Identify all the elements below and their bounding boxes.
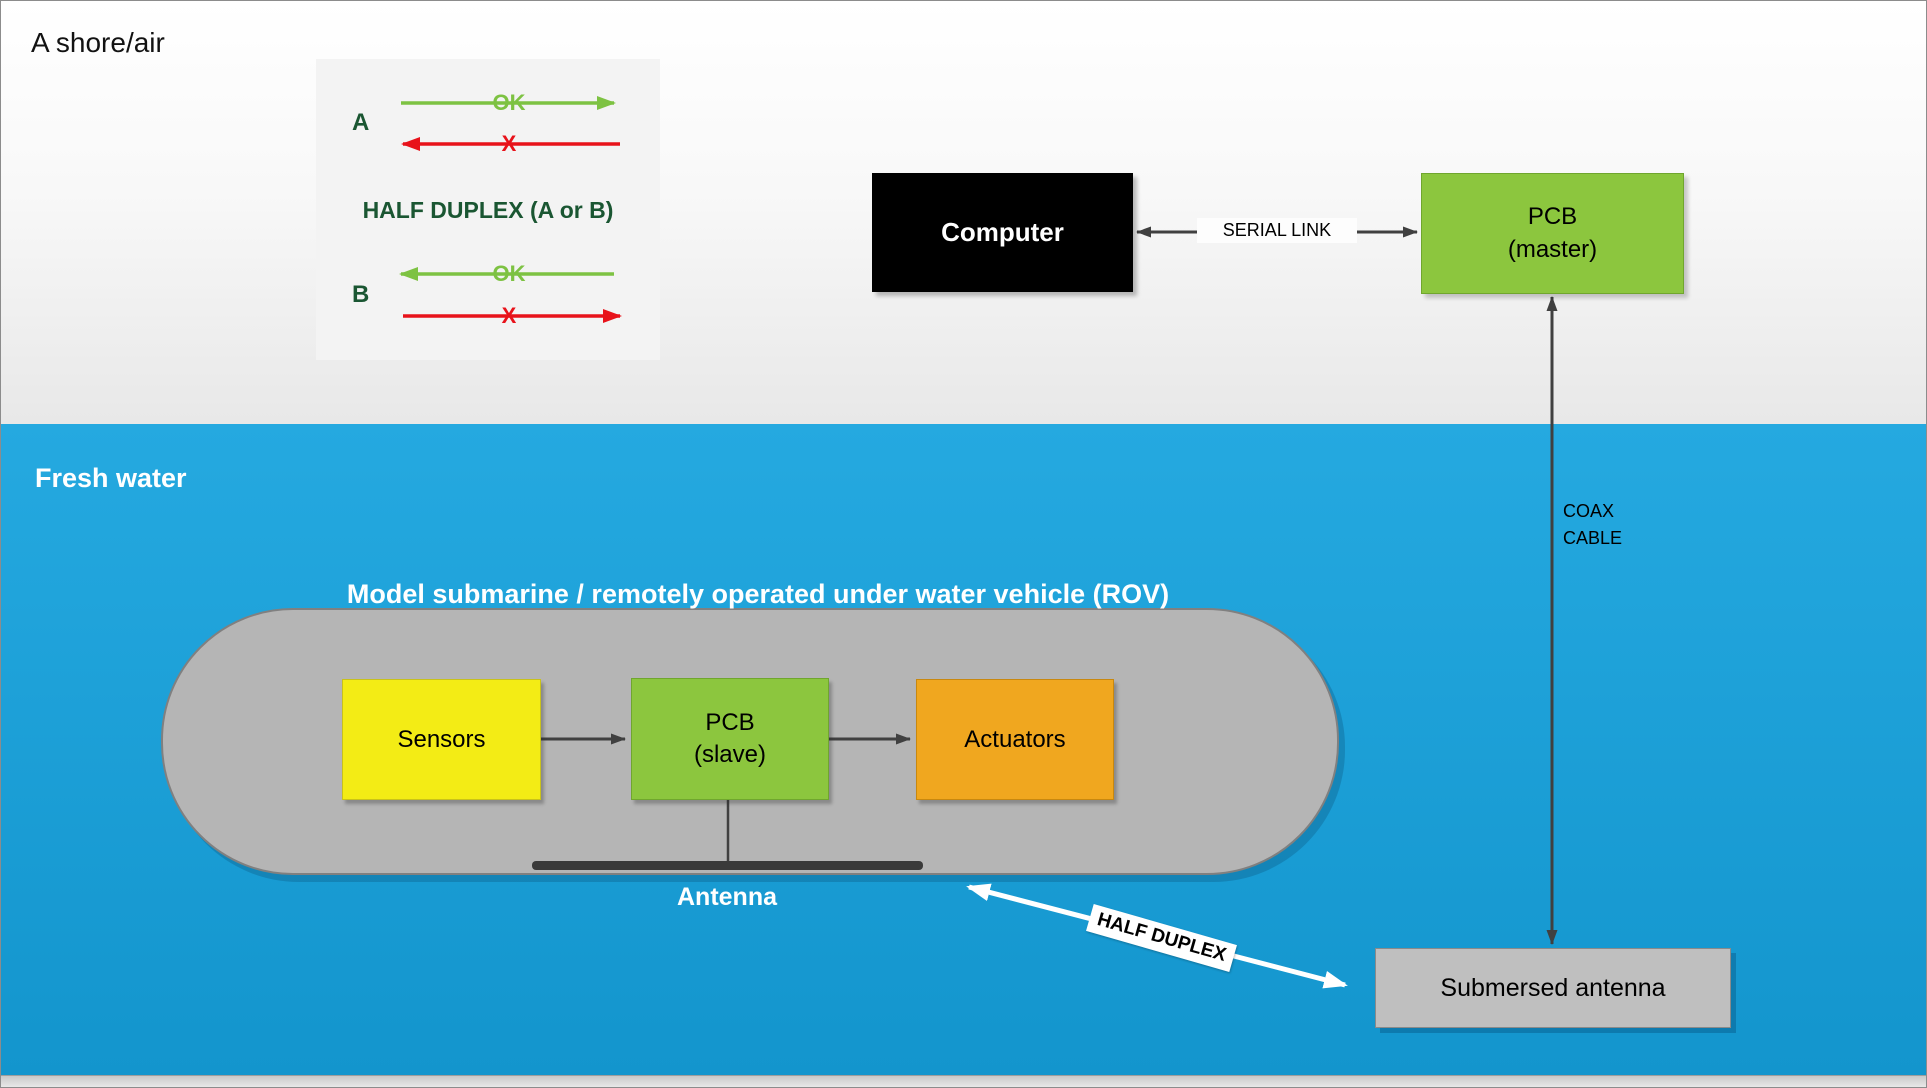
computer-label: Computer: [941, 217, 1064, 247]
page-bottom-edge: [1, 1075, 1926, 1087]
pcb-slave-line1: PCB: [705, 708, 755, 736]
actuators-label: Actuators: [964, 725, 1066, 753]
shore-air-label: A shore/air: [31, 27, 165, 58]
submersed-antenna-label: Submersed antenna: [1440, 973, 1666, 1002]
legend-row-b-ok-label: OK: [476, 261, 542, 287]
legend-row-b-label: B: [352, 281, 370, 308]
serial-link-label: SERIAL LINK: [1197, 218, 1357, 243]
half-duplex-legend: A OK X HALF DUPLEX (A or B) B OK X: [316, 59, 660, 360]
submersed-antenna-node: Submersed antenna: [1375, 948, 1731, 1028]
legend-row-b-fail-label: X: [476, 303, 542, 329]
pcb-slave-node: PCB (slave): [631, 678, 829, 800]
pcb-slave-line2: (slave): [693, 741, 766, 768]
computer-node: Computer: [872, 173, 1133, 292]
rov-antenna-label: Antenna: [677, 883, 777, 911]
coax-cable-label: COAX CABLE: [1563, 498, 1622, 552]
coax-cable-label-line1: COAX: [1563, 501, 1615, 521]
sensors-node: Sensors: [342, 679, 541, 800]
fresh-water-label: Fresh water: [35, 463, 187, 493]
legend-title: HALF DUPLEX (A or B): [362, 197, 614, 223]
pcb-master-node: PCB (master): [1421, 173, 1684, 294]
sensors-label: Sensors: [397, 725, 486, 753]
rov-title: Model submarine / remotely operated unde…: [346, 579, 1170, 609]
pcb-master-line1: PCB: [1527, 203, 1578, 231]
legend-row-a-label: A: [352, 109, 370, 136]
coax-cable-label-line2: CABLE: [1563, 528, 1623, 548]
actuators-node: Actuators: [916, 679, 1114, 800]
pcb-master-line2: (master): [1507, 235, 1598, 263]
rov-antenna-bar: [532, 861, 923, 870]
legend-row-a-ok-label: OK: [476, 90, 542, 116]
legend-row-a-fail-label: X: [476, 131, 542, 157]
